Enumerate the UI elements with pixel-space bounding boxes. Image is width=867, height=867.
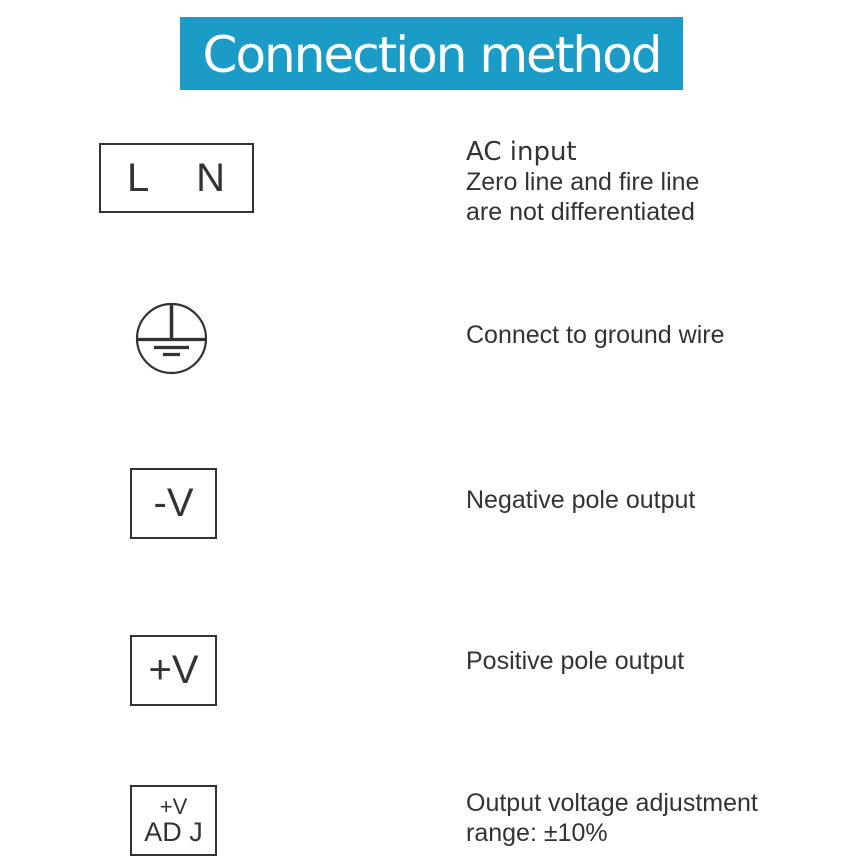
ac-input-description: AC input Zero line and fire line are not…: [466, 137, 699, 227]
negative-output-terminal: -V: [130, 468, 217, 539]
description-heading: AC input: [466, 137, 577, 167]
voltage-adjust-terminal: +V AD J: [130, 785, 217, 856]
description-line: range: ±10%: [466, 819, 608, 847]
description-line: Output voltage adjustment: [466, 789, 758, 817]
terminal-label-n: N: [196, 155, 225, 200]
description-line: Positive pole output: [466, 647, 685, 675]
description-line: are not differentiated: [466, 198, 695, 226]
terminal-label-pos-v: +V: [148, 648, 199, 692]
terminal-label-adj-v: +V: [159, 793, 188, 819]
voltage-adjust-description: Output voltage adjustment range: ±10%: [466, 788, 758, 848]
description-line: Zero line and fire line: [466, 168, 700, 196]
terminal-label-neg-v: -V: [153, 481, 194, 525]
terminal-label-adj: AD J: [144, 816, 203, 847]
description-line: Connect to ground wire: [466, 321, 725, 349]
title-banner: Connection method: [180, 17, 683, 90]
description-line: Negative pole output: [466, 486, 696, 514]
page-title: Connection method: [202, 25, 663, 84]
positive-output-terminal: +V: [130, 635, 217, 706]
negative-output-description: Negative pole output: [466, 485, 695, 515]
ac-input-terminal: L N: [99, 143, 254, 213]
positive-output-description: Positive pole output: [466, 646, 684, 676]
ground-description: Connect to ground wire: [466, 320, 724, 350]
terminal-label-l: L: [127, 155, 150, 200]
ground-icon: [135, 302, 208, 375]
